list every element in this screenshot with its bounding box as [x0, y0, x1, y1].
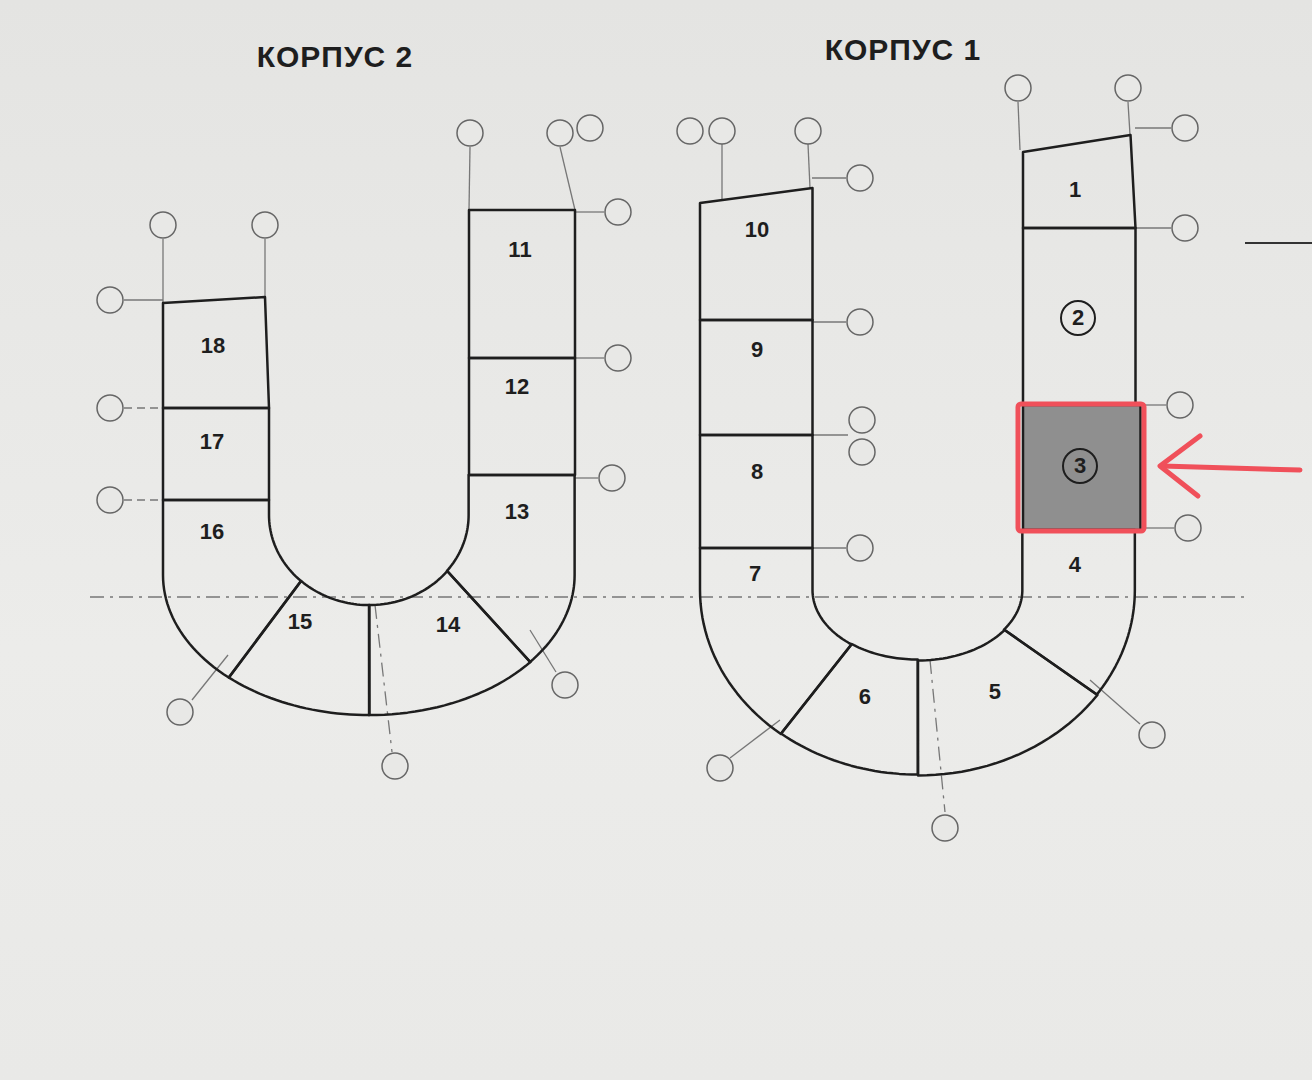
section-outline-path [469, 210, 575, 358]
plan-section: 16 [163, 500, 301, 678]
axis-lines [90, 102, 1312, 812]
plan-section: 4 [1004, 530, 1135, 694]
section-outline [700, 320, 813, 435]
section-outline-path [469, 358, 575, 475]
section-outline-path [447, 475, 575, 662]
section-outline-path [1023, 405, 1141, 530]
section-outline-path [1023, 135, 1136, 228]
section-outline-path [1004, 530, 1135, 694]
section-number: 4 [1069, 554, 1081, 576]
section-outline-path [369, 571, 530, 715]
section-outline-path [918, 630, 1097, 775]
section-outline [700, 435, 813, 548]
section-number: 14 [436, 614, 460, 636]
section-number: 8 [751, 461, 763, 483]
plan-section: 1 [1023, 135, 1136, 228]
plan-section: 2 [1023, 228, 1136, 405]
section-outline [700, 548, 852, 734]
plan-section: 10 [700, 188, 813, 320]
section-outline [700, 188, 813, 320]
plan-section: 7 [700, 548, 852, 734]
section-outline-path [700, 435, 813, 548]
building-label: КОРПУС 2 [257, 40, 414, 74]
circled-section-number: 3 [1062, 448, 1098, 484]
section-number: 7 [749, 563, 761, 585]
section-number: 17 [200, 431, 224, 453]
building-label: КОРПУС 1 [825, 33, 982, 67]
section-outline [918, 630, 1097, 775]
section-number: 1 [1069, 179, 1081, 201]
plan-section: 12 [469, 358, 575, 475]
plan-section: 5 [918, 630, 1097, 775]
section-outline-path [700, 188, 813, 320]
plan-section: 3 [1023, 405, 1141, 530]
plan-section: 13 [447, 475, 575, 662]
section-outline-path [163, 408, 269, 500]
section-outline-path [700, 320, 813, 435]
axis-bubbles [97, 75, 1201, 841]
section-outline [163, 500, 301, 678]
section-number: 15 [288, 611, 312, 633]
section-outline-path [163, 500, 301, 678]
section-number: 6 [859, 686, 871, 708]
section-outline-path [163, 297, 269, 408]
plan-section: 17 [163, 408, 269, 500]
section-number: 16 [200, 521, 224, 543]
plan-section: 9 [700, 320, 813, 435]
section-number: 11 [508, 239, 531, 261]
section-number: 5 [989, 681, 1001, 703]
section-outline [369, 571, 530, 715]
highlight-frame [1018, 404, 1144, 531]
plan-section: 18 [163, 297, 269, 408]
section-number: 10 [745, 219, 769, 241]
plan-section: 11 [469, 210, 575, 358]
section-number: 13 [505, 501, 529, 523]
section-outline-path [700, 548, 852, 734]
plan-section: 14 [369, 571, 530, 715]
section-outline [469, 210, 575, 358]
circled-section-number: 2 [1060, 300, 1096, 336]
section-number: 9 [751, 339, 763, 361]
plan-section: 8 [700, 435, 813, 548]
highlight-arrow [1160, 436, 1300, 496]
section-number: 12 [505, 376, 529, 398]
section-number: 18 [201, 335, 225, 357]
section-outline-path [1023, 228, 1136, 405]
section-outline [163, 408, 269, 500]
